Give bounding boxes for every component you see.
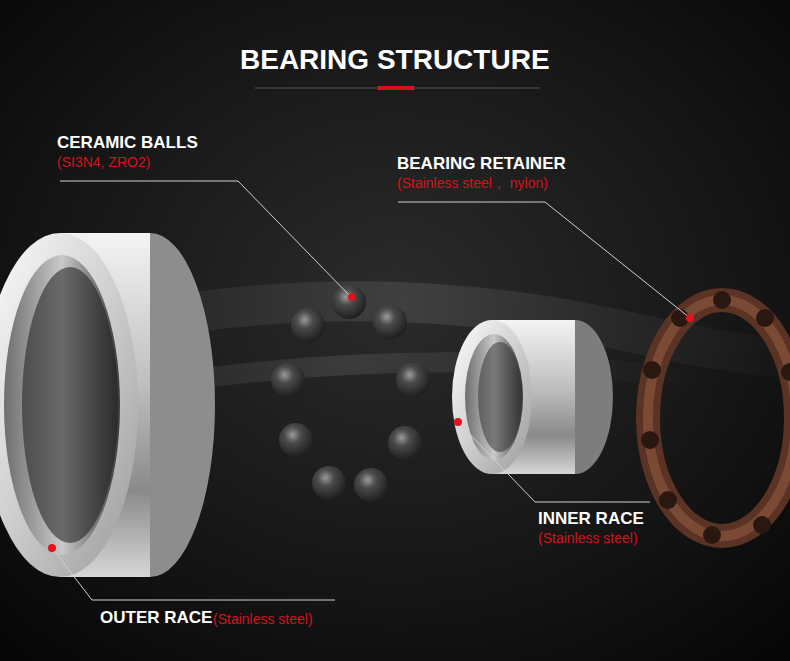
part-name: OUTER RACE <box>100 608 212 628</box>
material-note: (SI3N4, ZRO2) <box>57 154 150 170</box>
part-name: BEARING RETAINER <box>397 154 566 174</box>
material-note: (Stainless steel) <box>213 611 313 627</box>
material-note: (Stainless steel， nylon) <box>397 175 548 193</box>
part-name: INNER RACE <box>538 509 644 529</box>
material-note: (Stainless steel) <box>538 530 638 546</box>
part-name: CERAMIC BALLS <box>57 133 198 153</box>
diagram-title: BEARING STRUCTURE <box>240 44 550 76</box>
